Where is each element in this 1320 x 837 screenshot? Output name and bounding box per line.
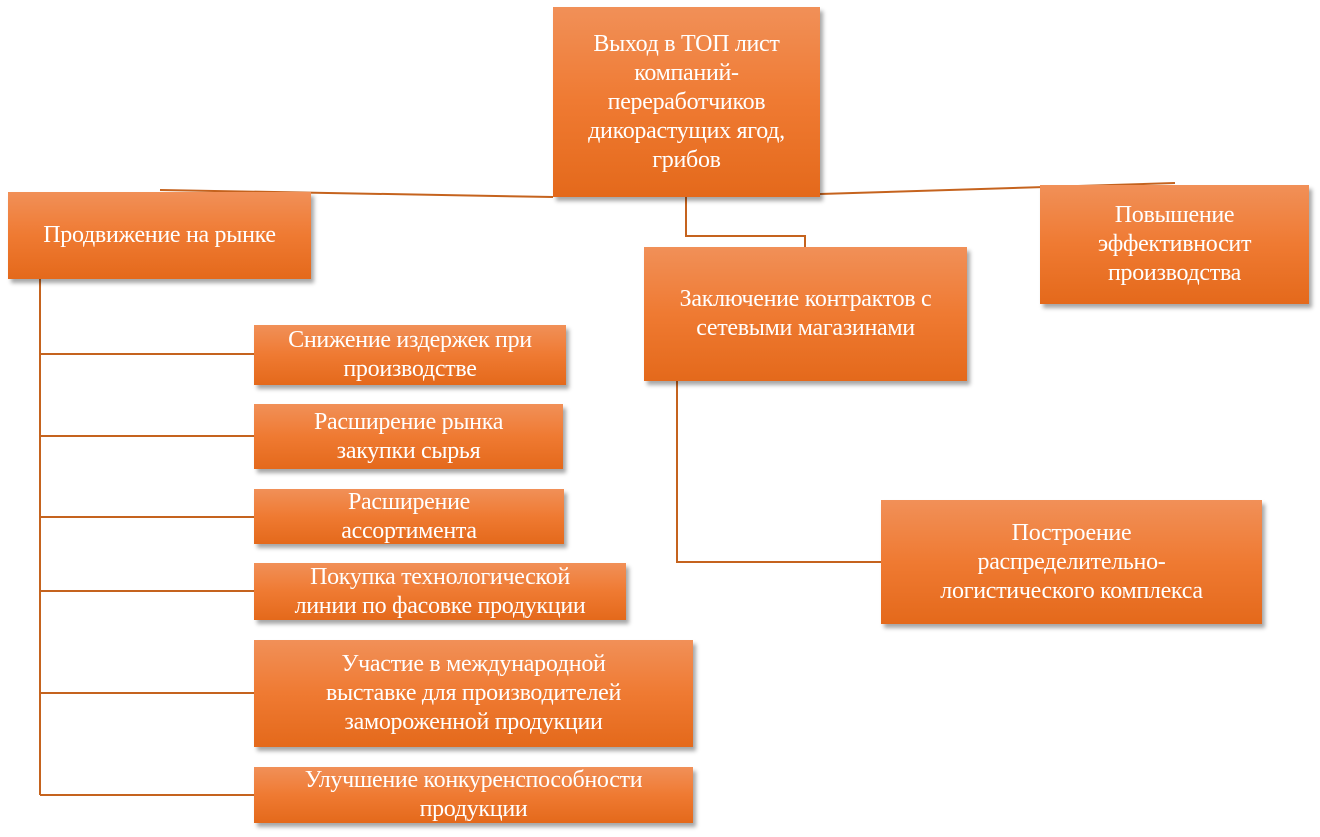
- market-item-box: Расширение рынка закупки сырья: [254, 404, 563, 469]
- logistics-label: Построение распределительно- логистическ…: [940, 519, 1203, 604]
- efficiency-box: Повышение эффективносит производства: [1040, 185, 1309, 304]
- market-item-label: Участие в международной выставке для про…: [325, 651, 622, 735]
- root-goal-label: Выход в ТОП лист компаний- переработчико…: [588, 30, 785, 173]
- market-promotion-label: Продвижение на рынке: [43, 222, 276, 248]
- market-item-box: Покупка технологической линии по фасовке…: [254, 563, 626, 620]
- market-item-label: Снижение издержек при производстве: [288, 327, 532, 382]
- efficiency-label: Повышение эффективносит производства: [1097, 202, 1252, 286]
- market-item-label: Расширение ассортимента: [341, 488, 477, 544]
- root-goal-box: Выход в ТОП лист компаний- переработчико…: [553, 7, 820, 197]
- contracts-box: Заключение контрактов с сетевыми магазин…: [644, 247, 967, 381]
- market-promotion-box: Продвижение на рынке: [8, 192, 311, 279]
- market-item-box: Участие в международной выставке для про…: [254, 640, 693, 747]
- connector-root-market: [159, 189, 554, 198]
- market-item-box: Улучшение конкуренспособности продукции: [254, 767, 693, 823]
- contracts-label: Заключение контрактов с сетевыми магазин…: [679, 286, 932, 341]
- market-item-box: Расширение ассортимента: [254, 489, 564, 544]
- connector-root-efficiency: [819, 182, 1176, 195]
- market-item-box: Снижение издержек при производстве: [254, 325, 566, 385]
- connector-root-contracts: [685, 197, 806, 247]
- market-item-label: Расширение рынка закупки сырья: [313, 408, 504, 464]
- connector-contracts-logistics: [676, 381, 881, 563]
- logistics-box: Построение распределительно- логистическ…: [881, 500, 1262, 624]
- market-item-label: Улучшение конкуренспособности продукции: [304, 767, 643, 822]
- market-item-label: Покупка технологической линии по фасовке…: [294, 563, 586, 619]
